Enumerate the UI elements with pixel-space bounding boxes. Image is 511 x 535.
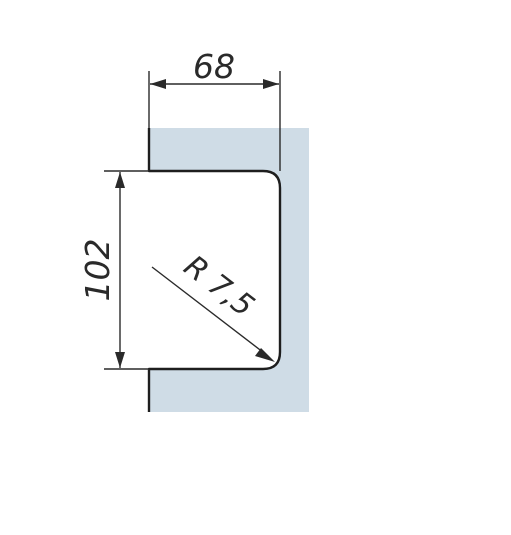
notch-profile-line	[147, 128, 282, 412]
width-label: 68	[193, 47, 235, 86]
height-label: 102	[78, 239, 117, 302]
width-arrow-left	[150, 79, 166, 89]
height-arrow-top	[115, 172, 125, 188]
height-arrow-bottom	[115, 352, 125, 368]
radius-leader-line	[151, 266, 269, 357]
width-arrow-right	[263, 79, 279, 89]
notch-cutout	[149, 171, 280, 369]
radius-arrow	[255, 348, 275, 362]
